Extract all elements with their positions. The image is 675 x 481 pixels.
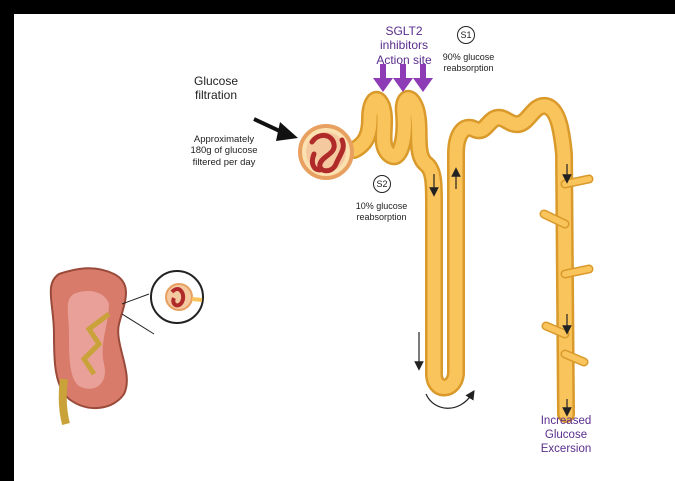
nephron-tubule xyxy=(354,99,589,414)
diagram-canvas: SGLT2 inhibitors Action site S1 90% gluc… xyxy=(14,14,675,481)
excretion-label: Increased Glucose Excersion xyxy=(528,415,604,456)
s1-badge: S1 xyxy=(457,26,475,44)
nephron-diagram xyxy=(14,14,675,481)
s2-badge: S2 xyxy=(373,175,391,193)
filtered-amount-label: Approximately 180g of glucose filtered p… xyxy=(174,134,274,168)
glomerulus xyxy=(300,126,352,178)
glucose-filtration-label: Glucose filtration xyxy=(181,74,251,103)
sglt2-arrows xyxy=(373,64,433,92)
s1-reabsorption-label: 90% glucose reabsorption xyxy=(431,52,506,74)
s2-reabsorption-label: 10% glucose reabsorption xyxy=(344,201,419,223)
kidney-illustration xyxy=(51,268,203,424)
